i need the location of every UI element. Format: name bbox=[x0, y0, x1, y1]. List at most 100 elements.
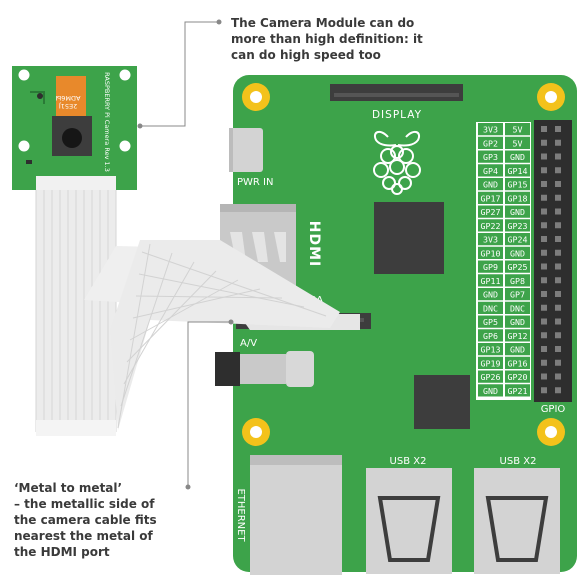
gpio-pin bbox=[541, 387, 547, 394]
bottom-callout-line-3: the camera cable fits bbox=[14, 513, 157, 527]
gpio-pin-box bbox=[478, 301, 503, 314]
gpio-pin-box bbox=[505, 246, 530, 259]
gpio-label: GPIO bbox=[541, 404, 566, 415]
gpio-pin-box bbox=[478, 288, 503, 301]
mounting-hole-top-right bbox=[537, 83, 565, 111]
gpio-pin bbox=[541, 153, 547, 160]
gpio-pin-label: GND bbox=[483, 386, 498, 396]
gpio-pin-box bbox=[478, 356, 503, 369]
gpio-pin-box bbox=[478, 205, 503, 218]
gpio-pin bbox=[555, 194, 561, 201]
gpio-pin bbox=[541, 208, 547, 215]
top-callout-line-2: more than high definition: it bbox=[231, 32, 423, 46]
gpio-pin-label: GP12 bbox=[508, 331, 528, 341]
gpio-pin-label: GP21 bbox=[508, 386, 528, 396]
raspberry-icon bbox=[373, 130, 421, 195]
gpio-pin-box bbox=[505, 233, 530, 246]
bottom-callout-line-2: – the metallic side of bbox=[14, 497, 155, 511]
gpio-pin-label: GP26 bbox=[481, 372, 501, 382]
gpio-pin-label: GP25 bbox=[508, 262, 528, 272]
gpio-pin-label: GP14 bbox=[508, 166, 528, 176]
gpio-pin-box bbox=[478, 343, 503, 356]
lan-chip bbox=[414, 375, 470, 429]
gpio-pin-box bbox=[505, 356, 530, 369]
usb-port-1 bbox=[366, 468, 452, 574]
camera-module: ADM6Ы 2E51J RASPBERRY Pi Camera Rev 1.3 bbox=[12, 66, 137, 190]
gpio-pin-label: GP23 bbox=[508, 221, 528, 231]
gpio-pin bbox=[555, 304, 561, 311]
gpio-pin-box bbox=[478, 246, 503, 259]
gpio-pin-label: DNC bbox=[483, 303, 498, 313]
gpio-pin-label: GP4 bbox=[483, 166, 498, 176]
gpio-pin-label: GP17 bbox=[481, 193, 501, 203]
gpio-pin-label: GP11 bbox=[481, 276, 501, 286]
gpio-pin bbox=[555, 346, 561, 352]
ethernet-label: ETHERNET bbox=[235, 488, 246, 542]
gpio-pin bbox=[555, 291, 561, 297]
gpio-pin bbox=[541, 263, 547, 270]
gpio-pin-label: DNC bbox=[510, 303, 525, 313]
gpio-pin-label: GP2 bbox=[483, 138, 498, 148]
gpio-pin-label: GP6 bbox=[483, 331, 498, 341]
ethernet-port bbox=[250, 455, 342, 575]
mounting-hole-top-left bbox=[242, 83, 270, 111]
gpio-pin-box bbox=[478, 329, 503, 342]
gpio-pin-label: GND bbox=[510, 345, 525, 355]
camera-ribbon-cable bbox=[35, 186, 360, 436]
top-callout-line-1: The Camera Module can do bbox=[231, 16, 415, 30]
gpio-pin-box bbox=[505, 343, 530, 356]
camera-lens-icon bbox=[62, 128, 82, 148]
gpio-pin bbox=[541, 373, 547, 380]
gpio-pin-box bbox=[505, 191, 530, 204]
camera-chip-text-1: ADM6Ы bbox=[55, 94, 80, 102]
camera-silkscreen: RASPBERRY Pi Camera Rev 1.3 bbox=[103, 72, 111, 172]
gpio-pin bbox=[541, 222, 547, 229]
gpio-pin-box bbox=[505, 136, 530, 149]
gpio-pin-box bbox=[478, 384, 503, 397]
gpio-pin bbox=[555, 208, 561, 215]
gpio-pin-box bbox=[505, 205, 530, 218]
gpio-pin-label: GP8 bbox=[510, 276, 525, 286]
gpio-pin bbox=[555, 139, 561, 146]
gpio-pin-box bbox=[478, 123, 503, 136]
gpio-pin bbox=[541, 304, 547, 311]
gpio-header bbox=[534, 120, 572, 402]
gpio-pin-box bbox=[478, 233, 503, 246]
gpio-pin-box bbox=[505, 219, 530, 232]
gpio-pin bbox=[555, 318, 561, 325]
gpio-pin-label: GP22 bbox=[481, 221, 501, 231]
gpio-pin-label: GP7 bbox=[510, 290, 525, 300]
gpio-pin-box bbox=[478, 178, 503, 191]
bottom-callout-line-4: nearest the metal of bbox=[14, 529, 153, 543]
gpio-pin-box bbox=[478, 370, 503, 383]
gpio-pin bbox=[555, 126, 561, 132]
gpio-pin-label: GND bbox=[510, 207, 525, 217]
gpio-pin-label: GP24 bbox=[508, 235, 528, 245]
gpio-pin-box bbox=[505, 370, 530, 383]
gpio-pin bbox=[541, 318, 547, 325]
gpio-pin-label: GP27 bbox=[481, 207, 501, 217]
gpio-pin-box bbox=[478, 219, 503, 232]
gpio-pin bbox=[555, 167, 561, 174]
display-label: DISPLAY bbox=[372, 109, 422, 121]
usb1-label: USB X2 bbox=[390, 456, 427, 467]
gpio-pin bbox=[541, 359, 547, 366]
gpio-pin-label: GP19 bbox=[481, 358, 501, 368]
gpio-pin-box bbox=[505, 164, 530, 177]
gpio-pin bbox=[541, 332, 547, 339]
gpio-pin-box bbox=[478, 136, 503, 149]
gpio-pin bbox=[541, 181, 547, 187]
gpio-pin bbox=[555, 222, 561, 229]
gpio-pin bbox=[541, 167, 547, 174]
gpio-pin bbox=[541, 139, 547, 146]
camera-flex bbox=[56, 76, 86, 116]
gpio-pin-box bbox=[505, 315, 530, 328]
gpio-pin-box bbox=[505, 260, 530, 273]
gpio-pin bbox=[555, 373, 561, 380]
pwr-label: PWR IN bbox=[237, 177, 273, 188]
gpio-pin-label: GP5 bbox=[483, 317, 498, 327]
mounting-hole-bottom-left bbox=[242, 418, 270, 446]
usb2-label: USB X2 bbox=[500, 456, 537, 467]
top-callout: The Camera Module can do more than high … bbox=[231, 15, 431, 63]
